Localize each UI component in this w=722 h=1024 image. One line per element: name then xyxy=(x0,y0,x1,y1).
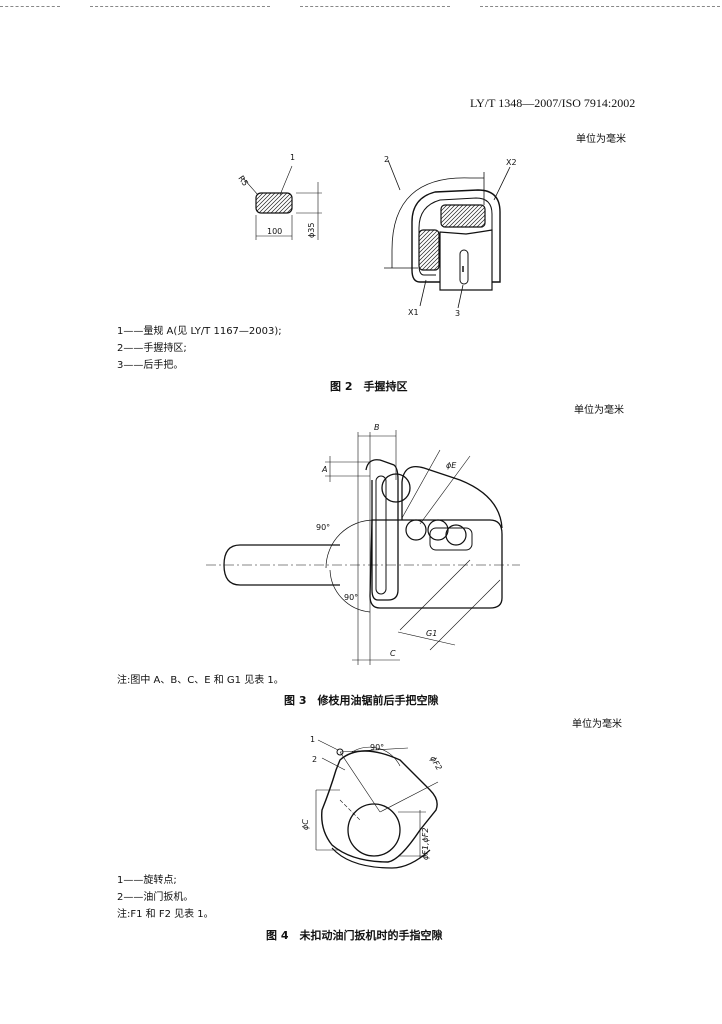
fig3-label-b: B xyxy=(374,423,380,432)
fig2-label-3: 3 xyxy=(455,309,460,318)
units-note-fig2: 单位为毫米 xyxy=(576,134,626,145)
fig4-label-2: 2 xyxy=(312,755,317,764)
scan-artifact xyxy=(90,6,270,7)
fig4-note: 注:F1 和 F2 见表 1。 xyxy=(117,909,214,920)
fig2-legend-3: 3——后手把。 xyxy=(117,360,184,371)
fig4-caption: 图 4 未扣动油门扳机时的手指空隙 xyxy=(266,929,443,942)
fig2-legend-2: 2——手握持区; xyxy=(117,343,187,354)
rear-handle xyxy=(411,189,501,291)
fig2-label-x1: X1 xyxy=(408,308,419,317)
grip-zone-dimension xyxy=(384,159,511,309)
fig2-label-phi35: ϕ35 xyxy=(307,223,316,238)
scan-artifact xyxy=(300,6,450,7)
fig4-label-phif1f2: ϕF1,ϕF2 xyxy=(421,828,430,860)
fig2-label-x2: X2 xyxy=(506,158,517,167)
gauge-a xyxy=(242,165,322,240)
fig2-legend-1: 1——量规 A(见 LY/T 1167—2003); xyxy=(117,326,282,337)
fig3-label-a: A xyxy=(321,465,327,474)
standard-header: LY/T 1348—2007/ISO 7914:2002 xyxy=(470,96,636,110)
fig2-label-100: 100 xyxy=(267,227,282,236)
fig3-caption: 图 3 修枝用油锯前后手把空隙 xyxy=(284,694,439,707)
units-note-fig3: 单位为毫米 xyxy=(574,405,624,416)
fig3-label-90b: 90° xyxy=(344,593,358,602)
scan-artifact xyxy=(480,6,720,7)
fig2-caption: 图 2 手握持区 xyxy=(330,380,408,393)
fig3-label-phie: ϕE xyxy=(446,461,457,470)
units-note-fig4: 单位为毫米 xyxy=(572,719,622,730)
fig2-label-2: 2 xyxy=(384,155,389,164)
fig4-legend-1: 1——旋转点; xyxy=(117,875,177,886)
fig4-label-90: 90° xyxy=(370,743,384,752)
fig4-label-1: 1 xyxy=(310,735,315,744)
fig2-label-1: 1 xyxy=(290,153,295,162)
fig3-label-g1: G1 xyxy=(426,629,437,638)
fig3-label-90a: 90° xyxy=(316,523,330,532)
fig3-label-c: C xyxy=(390,649,396,658)
fig3-note: 注:图中 A、B、C、E 和 G1 见表 1。 xyxy=(117,675,284,686)
fig4-legend-2: 2——油门扳机。 xyxy=(117,892,194,903)
fig4-label-phic: ϕC xyxy=(301,819,310,830)
scan-artifact xyxy=(0,6,60,7)
fig4-label-phif2: ϕF2 xyxy=(428,755,443,772)
